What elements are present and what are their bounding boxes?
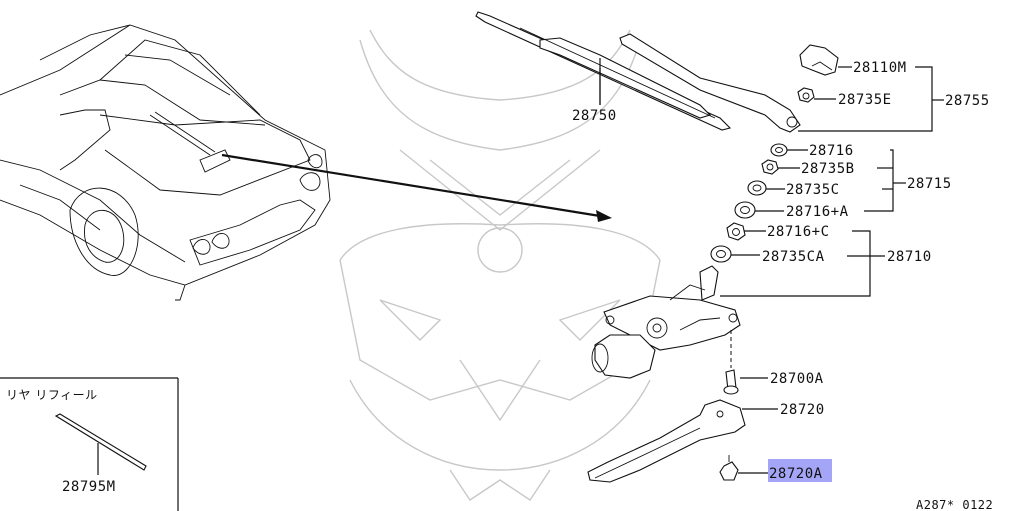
label-28755: 28755 [945,93,990,109]
label-28715: 28715 [907,176,952,192]
wiper-arm [619,33,801,133]
pointer-arrow [221,153,612,222]
label-28735E: 28735E [838,92,892,108]
label-28716: 28716 [809,143,854,159]
bolt-28700A [723,330,739,395]
label-28750: 28750 [572,108,617,124]
bracket-28720 [587,399,746,483]
label-28795M: 28795M [62,479,116,495]
wiper-blade [475,11,732,131]
inset-title: リヤ リフィール [6,388,98,402]
label-28735C: 28735C [786,182,840,198]
label-28735CA: 28735CA [762,249,825,265]
label-28110M: 28110M [853,60,907,76]
clip-28720A [719,455,739,481]
label-28710: 28710 [887,249,932,265]
leader-lines [599,66,944,474]
watermark-logo [339,29,661,501]
inset-refill-box [0,377,179,511]
wiper-motor [591,265,741,379]
label-28735B: 28735B [801,161,855,177]
diagram-code: A287* 0122 [916,498,993,511]
cap-28110M [799,44,839,76]
label-28716-A: 28716+A [786,204,849,220]
nut-28735E [797,87,815,103]
label-28720: 28720 [780,402,825,418]
label-28720A: 28720A [769,466,823,482]
label-28716-C: 28716+C [767,224,830,240]
car-rear-view [0,24,331,301]
highlight-box [768,459,832,482]
washer-stack [710,143,788,263]
label-28700A: 28700A [770,371,824,387]
